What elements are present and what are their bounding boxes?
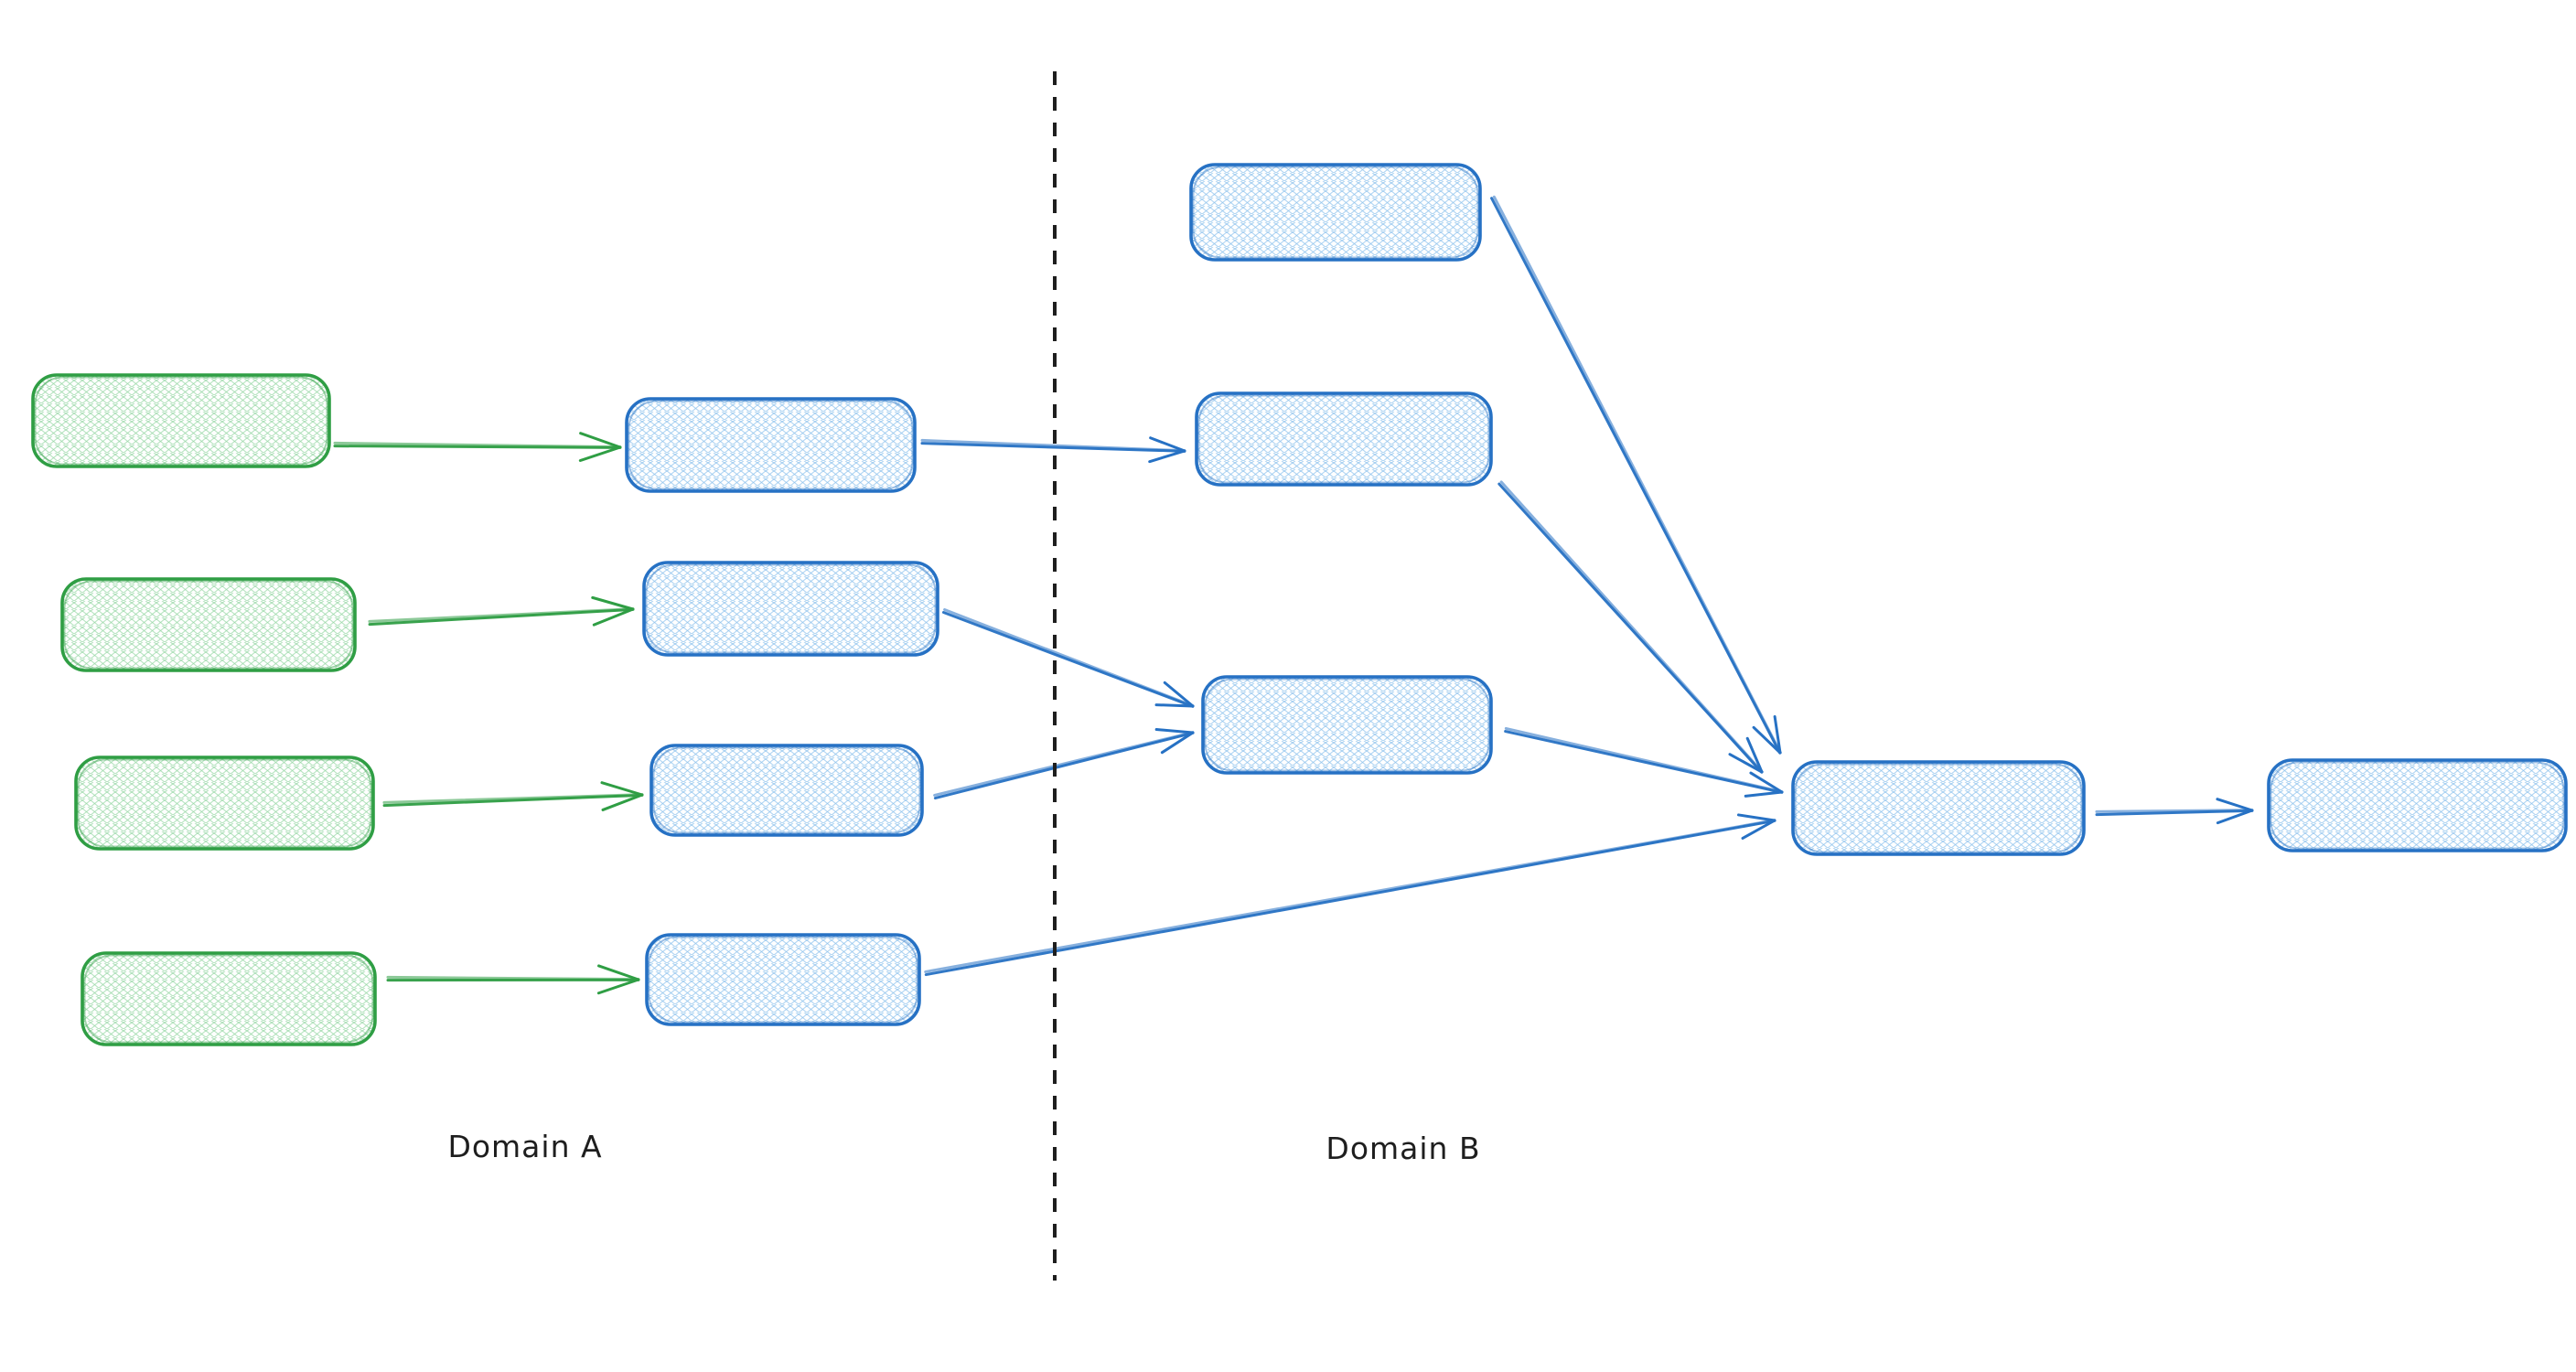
domain-a-label[interactable]: Domain A xyxy=(447,1129,603,1164)
node-stage-b-3[interactable] xyxy=(1201,675,1493,775)
node-stage-a-3[interactable] xyxy=(649,744,924,837)
edge-stageB1-hub[interactable] xyxy=(1490,195,1782,755)
edge-source2-stageA2[interactable] xyxy=(368,595,635,627)
domain-b-label[interactable]: Domain B xyxy=(1326,1131,1481,1166)
node-output[interactable] xyxy=(2267,758,2568,852)
edge-stageB3-hub[interactable] xyxy=(1504,726,1784,798)
node-source-1[interactable] xyxy=(31,373,331,468)
node-source-2[interactable] xyxy=(60,577,357,672)
edge-stageA2-stageB3[interactable] xyxy=(941,608,1195,708)
node-stage-a-1[interactable] xyxy=(625,397,917,493)
node-source-3[interactable] xyxy=(74,756,375,851)
edge-source1-stageA1[interactable] xyxy=(333,432,622,462)
edge-source4-stageA4[interactable] xyxy=(386,964,640,995)
edge-stageA4-hub[interactable] xyxy=(924,813,1776,977)
node-stage-b-2[interactable] xyxy=(1195,391,1493,487)
edge-stageA3-stageB3[interactable] xyxy=(933,728,1195,800)
edge-stageA1-stageB2[interactable] xyxy=(920,436,1186,464)
node-stage-b-1[interactable] xyxy=(1189,163,1482,262)
node-hub[interactable] xyxy=(1791,760,2086,856)
node-stage-a-4[interactable] xyxy=(645,933,921,1026)
edge-hub-output[interactable] xyxy=(2095,798,2254,825)
edge-source3-stageA3[interactable] xyxy=(382,781,644,811)
node-stage-a-2[interactable] xyxy=(642,561,939,657)
edge-stageB2-hub[interactable] xyxy=(1497,480,1764,774)
node-source-4[interactable] xyxy=(80,951,377,1046)
